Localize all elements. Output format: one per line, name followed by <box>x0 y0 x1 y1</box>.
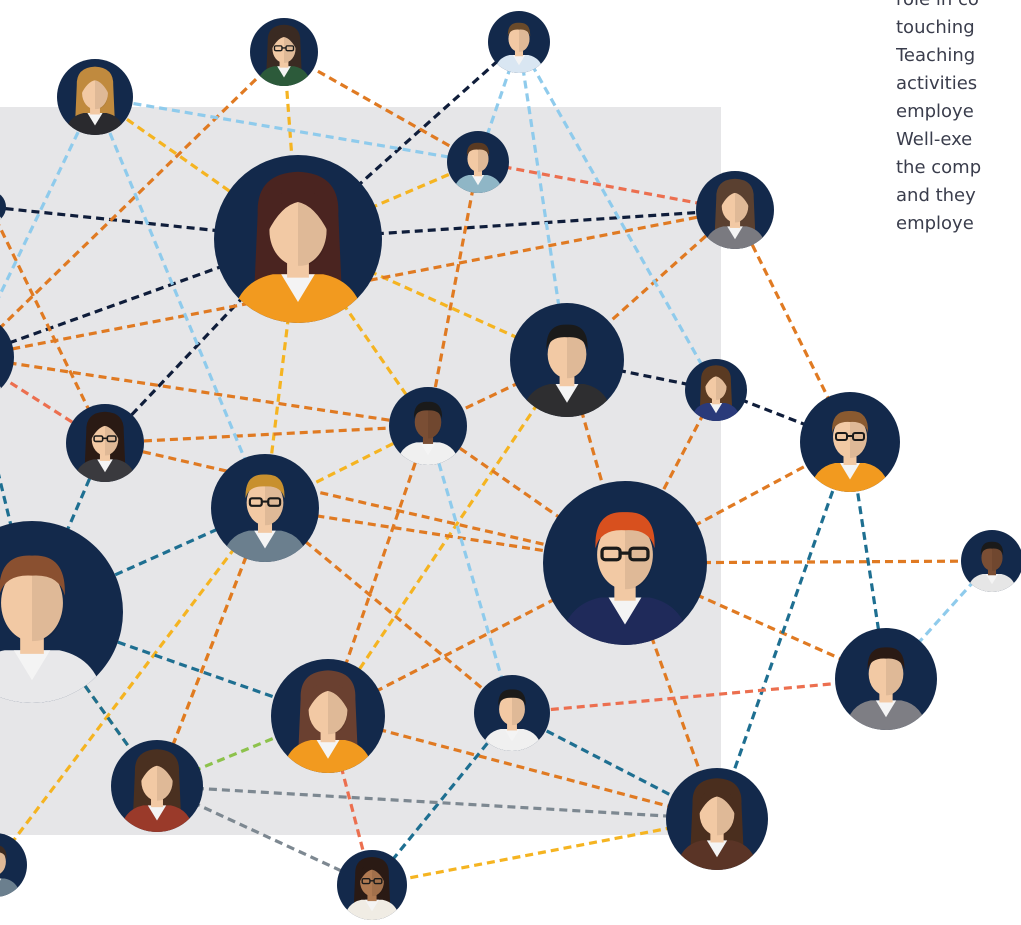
person-avatar-icon <box>66 404 144 483</box>
person-avatar-icon <box>337 850 407 921</box>
caption-line: employe <box>896 101 974 122</box>
connection-line <box>624 559 993 565</box>
connection-line <box>297 237 568 362</box>
person-avatar-icon <box>800 392 900 492</box>
connection-line <box>517 41 569 361</box>
connection-line <box>104 424 429 445</box>
connection-line <box>426 161 480 427</box>
person-avatar-icon <box>685 359 747 422</box>
caption-text: role in co touching Teaching activities … <box>896 0 1021 360</box>
connection-line <box>283 50 479 164</box>
person-avatar-icon <box>488 11 550 74</box>
connection-line <box>477 160 736 212</box>
caption-line: the comp <box>896 157 982 178</box>
person-avatar-icon <box>250 18 318 87</box>
connection-line <box>0 507 267 862</box>
caption-line: Well-exe <box>896 129 973 150</box>
person-avatar-icon <box>0 194 6 223</box>
connection-line <box>327 714 718 821</box>
connection-line <box>326 359 569 717</box>
person-avatar-icon <box>56 58 133 136</box>
person-avatar-icon <box>271 659 385 773</box>
connection-line <box>93 96 267 509</box>
person-avatar-icon <box>0 521 123 704</box>
caption-line: employe <box>896 213 974 234</box>
connection-line <box>371 817 718 887</box>
person-avatar-icon <box>0 324 14 401</box>
connection-line <box>0 473 34 613</box>
person-avatar-icon <box>543 481 707 645</box>
person-avatar-icon <box>0 833 27 898</box>
connection-line <box>155 507 267 787</box>
connection-line <box>517 41 718 391</box>
caption-line: and they <box>896 185 976 206</box>
person-avatar-icon <box>447 131 509 194</box>
caption-line: Teaching <box>896 45 976 66</box>
connection-line <box>370 711 514 887</box>
connection-line <box>296 40 521 241</box>
connection-line <box>0 96 97 299</box>
connection-line <box>426 425 514 714</box>
connection-line <box>104 441 626 565</box>
caption-line: touching <box>896 17 975 38</box>
connection-line <box>0 50 286 331</box>
person-avatar-icon <box>835 628 937 730</box>
person-avatar-icon <box>666 768 768 870</box>
caption-line: role in co <box>896 0 1021 14</box>
people-nodes <box>0 11 1021 921</box>
caption-line: activities <box>896 73 978 94</box>
connection-line <box>94 95 299 241</box>
connection-line <box>511 677 887 715</box>
connection-line <box>30 611 159 787</box>
connection-line <box>156 784 718 821</box>
person-avatar-icon <box>696 171 774 250</box>
connection-line <box>715 441 852 820</box>
connection-line <box>0 223 107 444</box>
